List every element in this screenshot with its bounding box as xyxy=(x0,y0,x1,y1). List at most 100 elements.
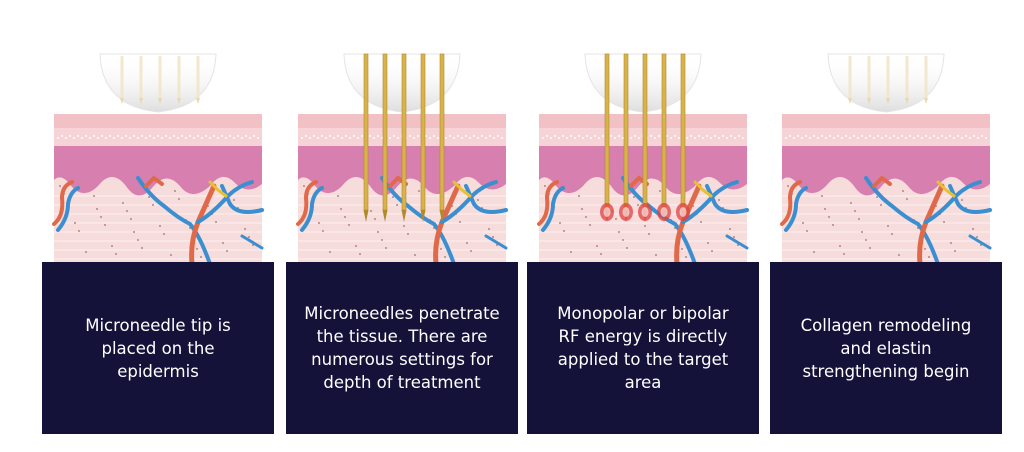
tissue-cell xyxy=(633,196,635,198)
epidermis-dot xyxy=(177,137,179,139)
vein xyxy=(541,186,565,232)
epidermis-dot xyxy=(841,137,843,139)
epidermis-dot xyxy=(881,137,883,139)
artery xyxy=(144,175,164,188)
microneedle-tip xyxy=(905,98,909,104)
microneedle xyxy=(848,56,852,98)
epidermis-dot xyxy=(901,135,903,137)
tissue-cell xyxy=(322,230,324,232)
epidermis-dot xyxy=(833,137,835,139)
tissue-cell xyxy=(655,254,657,256)
epidermis-dot xyxy=(361,135,363,137)
epidermis-dot xyxy=(173,135,175,137)
epidermis-dot xyxy=(389,137,391,139)
stratum-corneum xyxy=(54,114,262,128)
epidermis-dot xyxy=(630,137,632,139)
epidermis-dot xyxy=(209,137,211,139)
microneedle xyxy=(886,56,890,98)
microneedle xyxy=(661,53,667,211)
tissue-cell xyxy=(337,195,339,197)
tissue-cell xyxy=(887,225,889,227)
epidermis-dot xyxy=(221,135,223,137)
vein xyxy=(725,234,749,250)
epidermis-dot xyxy=(229,135,231,137)
epidermis-dot xyxy=(981,135,983,137)
epidermis-dot xyxy=(873,137,875,139)
tissue-cell xyxy=(681,248,683,250)
microneedle-tip xyxy=(924,98,928,104)
tissue-cell xyxy=(133,231,135,233)
epidermis-dot xyxy=(197,135,199,137)
epidermis-dot xyxy=(829,135,831,137)
epidermis-dot xyxy=(793,137,795,139)
tissue-cell xyxy=(488,228,490,230)
tissue-cell xyxy=(459,221,461,223)
epidermis-dot xyxy=(913,137,915,139)
rf-energy-core xyxy=(641,207,649,217)
epidermis-dot xyxy=(241,137,243,139)
tissue-cell xyxy=(898,254,900,256)
tissue-cell xyxy=(854,210,856,212)
epidermis-dot xyxy=(953,137,955,139)
epidermis-dot xyxy=(837,135,839,137)
nerve xyxy=(208,180,228,198)
microneedle-tip xyxy=(401,210,407,222)
epidermis-dot xyxy=(257,137,259,139)
epidermis-dot xyxy=(473,135,475,137)
vein xyxy=(484,234,508,250)
epidermis-dot xyxy=(249,137,251,139)
epidermis-dot xyxy=(213,135,215,137)
vein xyxy=(864,176,940,266)
tissue-cell xyxy=(477,199,479,201)
tissue-cell xyxy=(440,248,442,250)
tissue-cell xyxy=(96,208,98,210)
device-cap xyxy=(827,53,945,113)
epidermis-dot xyxy=(817,137,819,139)
epidermis-dot xyxy=(622,137,624,139)
epidermis-dot xyxy=(501,137,503,139)
tissue-cell xyxy=(222,242,224,244)
epidermis-dot xyxy=(698,135,700,137)
tissue-cell xyxy=(226,250,228,252)
tissue-cell xyxy=(976,236,978,238)
skin-illustration xyxy=(780,53,992,267)
microneedle-tip xyxy=(139,98,143,104)
tissue-cell xyxy=(943,221,945,223)
tissue-cell xyxy=(924,248,926,250)
tissue-cell xyxy=(93,195,95,197)
vein xyxy=(56,186,80,232)
tissue-cell xyxy=(163,233,165,235)
epidermis-dot xyxy=(889,137,891,139)
epidermis-dot xyxy=(586,135,588,137)
artery xyxy=(52,180,74,226)
tissue-cell xyxy=(648,233,650,235)
tissue-cell xyxy=(303,185,305,187)
epidermis-dot xyxy=(610,135,612,137)
tissue-cell xyxy=(104,224,106,226)
tissue-cell xyxy=(159,225,161,227)
step-panel-3: Monopolar or bipolar RF energy is direct… xyxy=(527,46,759,434)
epidermis-dot xyxy=(594,135,596,137)
tissue-cell xyxy=(59,185,61,187)
tissue-cell xyxy=(928,256,930,258)
epidermis-dot xyxy=(397,137,399,139)
epidermis-dot xyxy=(921,137,923,139)
tissue-cell xyxy=(581,208,583,210)
tissue-cell xyxy=(563,230,565,232)
epidermis-dot xyxy=(181,135,183,137)
tissue-cell xyxy=(329,251,331,253)
skin-illustration xyxy=(537,53,749,267)
step-caption: Monopolar or bipolar RF energy is direct… xyxy=(557,304,729,392)
epidermis-dot xyxy=(121,137,123,139)
epidermis-dot xyxy=(857,137,859,139)
tissue-cell xyxy=(355,245,357,247)
epidermis-dot xyxy=(945,137,947,139)
epidermis-dot xyxy=(169,137,171,139)
epidermis-dot xyxy=(973,135,975,137)
tissue-cell xyxy=(148,196,150,198)
epidermis-dot xyxy=(429,137,431,139)
epidermis-dot xyxy=(554,135,556,137)
epidermis-dot xyxy=(409,135,411,137)
epidermis-dot xyxy=(957,135,959,137)
epidermis-dot xyxy=(489,135,491,137)
